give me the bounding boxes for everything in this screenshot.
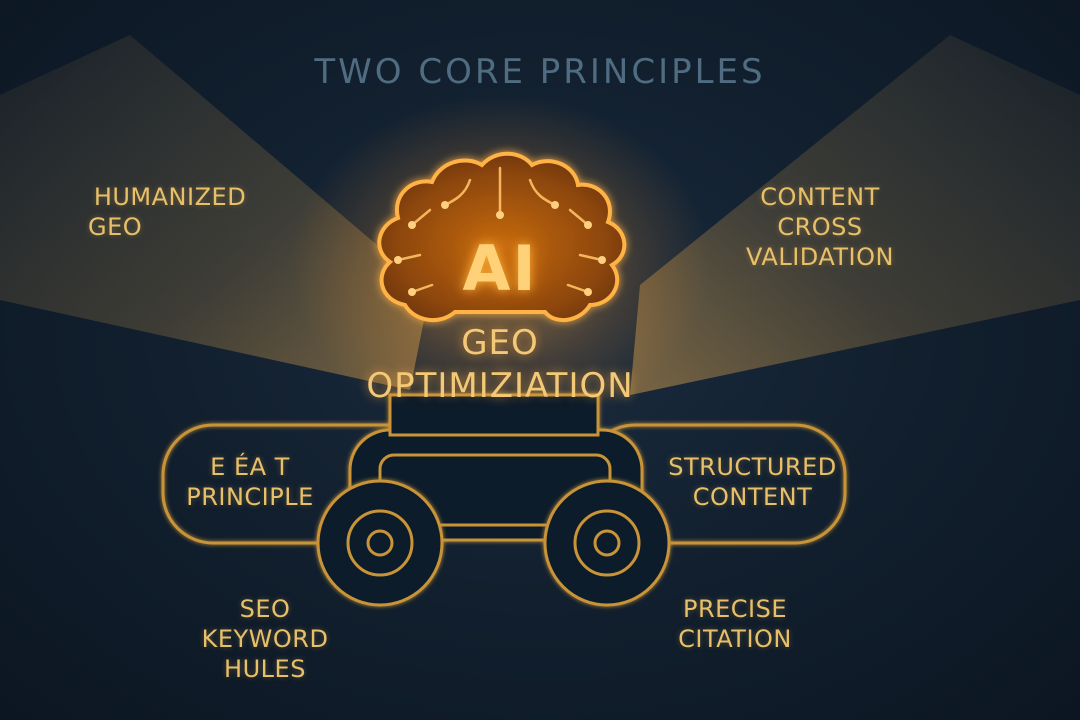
label-line: CONTENT bbox=[692, 483, 813, 511]
label-line: KEYWORD bbox=[201, 625, 329, 653]
label-line: PRECISE bbox=[682, 595, 788, 623]
label-line: CONTENT bbox=[760, 183, 880, 211]
center-label: GEO OPTIMIZIATION bbox=[340, 322, 660, 407]
label-line: CITATION bbox=[678, 625, 792, 653]
label-seo-keyword-rules: SEO KEYWORD HULES bbox=[190, 594, 340, 684]
label-line: SEO bbox=[239, 595, 291, 623]
diagram-title: TWO CORE PRINCIPLES bbox=[314, 52, 766, 92]
label-structured-content: STRUCTURED CONTENT bbox=[660, 452, 845, 512]
top-block bbox=[388, 393, 600, 437]
label-line: CROSS VALIDATION bbox=[746, 213, 894, 271]
wheel-icon bbox=[543, 479, 671, 607]
center-label-line1: GEO bbox=[461, 323, 539, 363]
wheel-icon bbox=[316, 479, 444, 607]
label-line: GEO bbox=[88, 213, 143, 241]
label-content-cross-validation: CONTENT CROSS VALIDATION bbox=[700, 182, 940, 272]
label-line: E ÉA T bbox=[210, 453, 290, 481]
right-light-beam bbox=[630, 35, 1080, 395]
brain-icon bbox=[377, 151, 627, 323]
label-line: STRUCTURED bbox=[668, 453, 837, 481]
label-line: HUMANIZED bbox=[93, 183, 247, 211]
label-precise-citation: PRECISE CITATION bbox=[660, 594, 810, 654]
label-eeat-principle: E ÉA T PRINCIPLE bbox=[175, 452, 325, 512]
center-label-line2: OPTIMIZIATION bbox=[366, 365, 634, 406]
label-line: PRINCIPLE bbox=[186, 483, 314, 511]
label-line: HULES bbox=[224, 655, 306, 683]
ai-label: AI bbox=[462, 232, 538, 305]
label-humanized-geo: HUMANIZED GEO bbox=[70, 182, 270, 242]
